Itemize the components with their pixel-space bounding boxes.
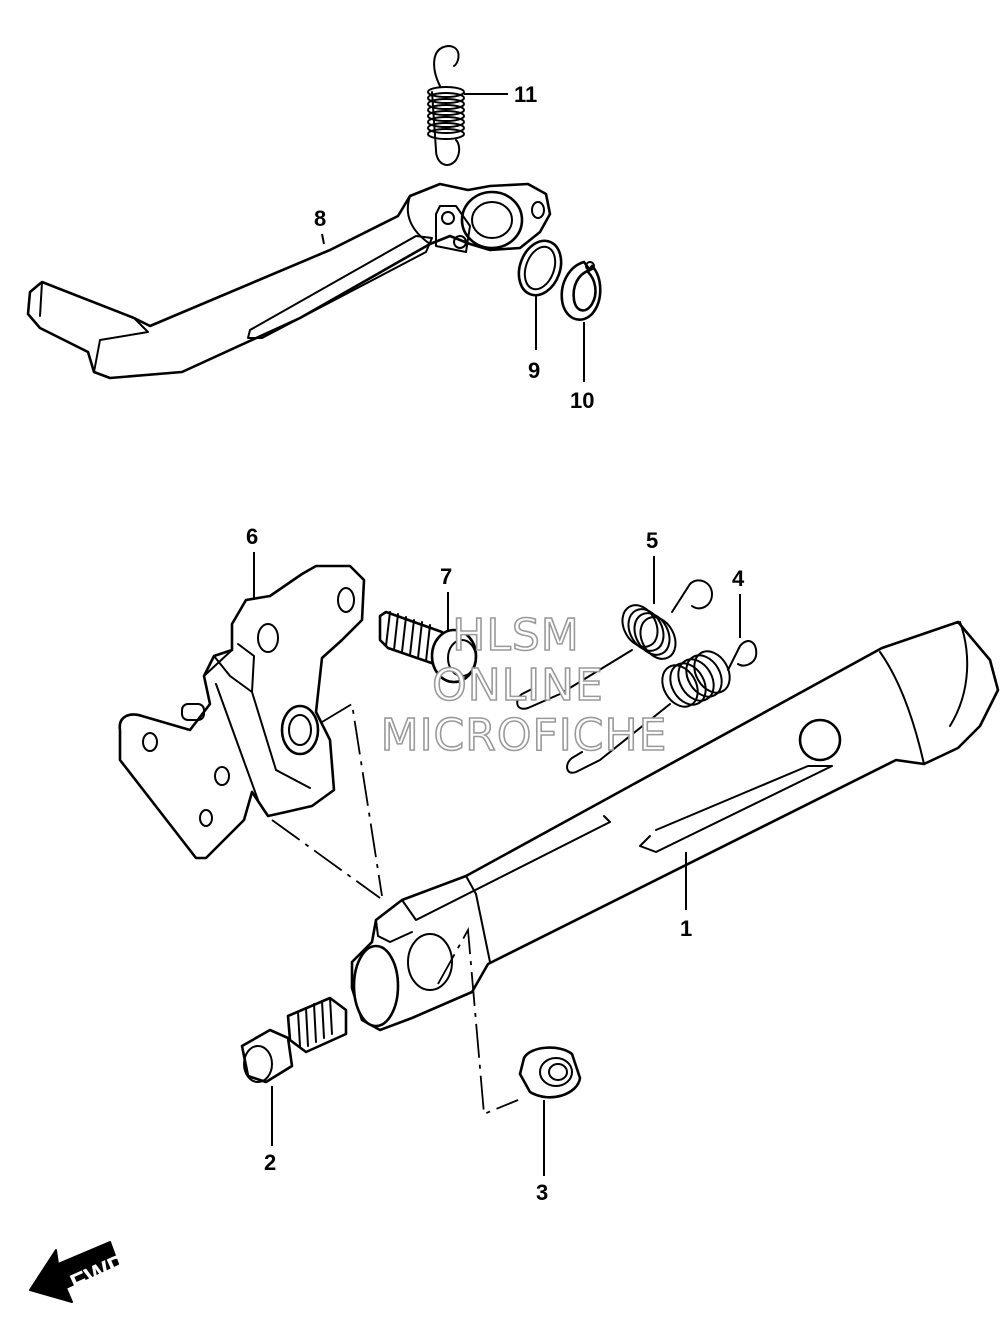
part-2-pivot-bolt[interactable] [240,996,348,1084]
callout-2: 2 [264,1150,276,1175]
leader-lines [253,93,741,1176]
callout-8: 8 [314,206,326,231]
callout-4: 4 [732,566,745,591]
callout-6: 6 [246,524,258,549]
part-3-nut[interactable] [518,1046,582,1099]
callout-11: 11 [514,82,537,107]
part-11-spring[interactable] [427,45,465,166]
callout-7: 7 [440,564,452,589]
watermark: HLSM ONLINE MICROFICHE [380,609,668,762]
watermark-line-3: MICROFICHE [381,710,668,761]
callout-9: 9 [528,358,540,383]
part-7-bolt[interactable] [378,610,478,684]
watermark-line-1: HLSM [452,610,580,661]
callout-3: 3 [536,1180,548,1205]
part-6-bracket[interactable] [118,564,366,860]
callout-10: 10 [570,388,594,413]
part-9-washer[interactable] [512,235,569,301]
part-10-circlip[interactable] [560,260,602,321]
callout-1: 1 [680,916,692,941]
assembly-lines [271,702,519,1116]
watermark-line-2: ONLINE [432,660,604,711]
fwd-arrow-icon: FWD [29,1241,132,1303]
part-5-spring[interactable] [516,579,713,710]
callout-numbers: 11 8 9 10 6 7 5 4 1 2 3 [246,82,745,1205]
part-8-pedal[interactable] [26,182,552,380]
part-4-spring[interactable] [566,640,758,774]
part-1-side-stand[interactable] [350,620,1000,1032]
callout-5: 5 [646,528,658,553]
